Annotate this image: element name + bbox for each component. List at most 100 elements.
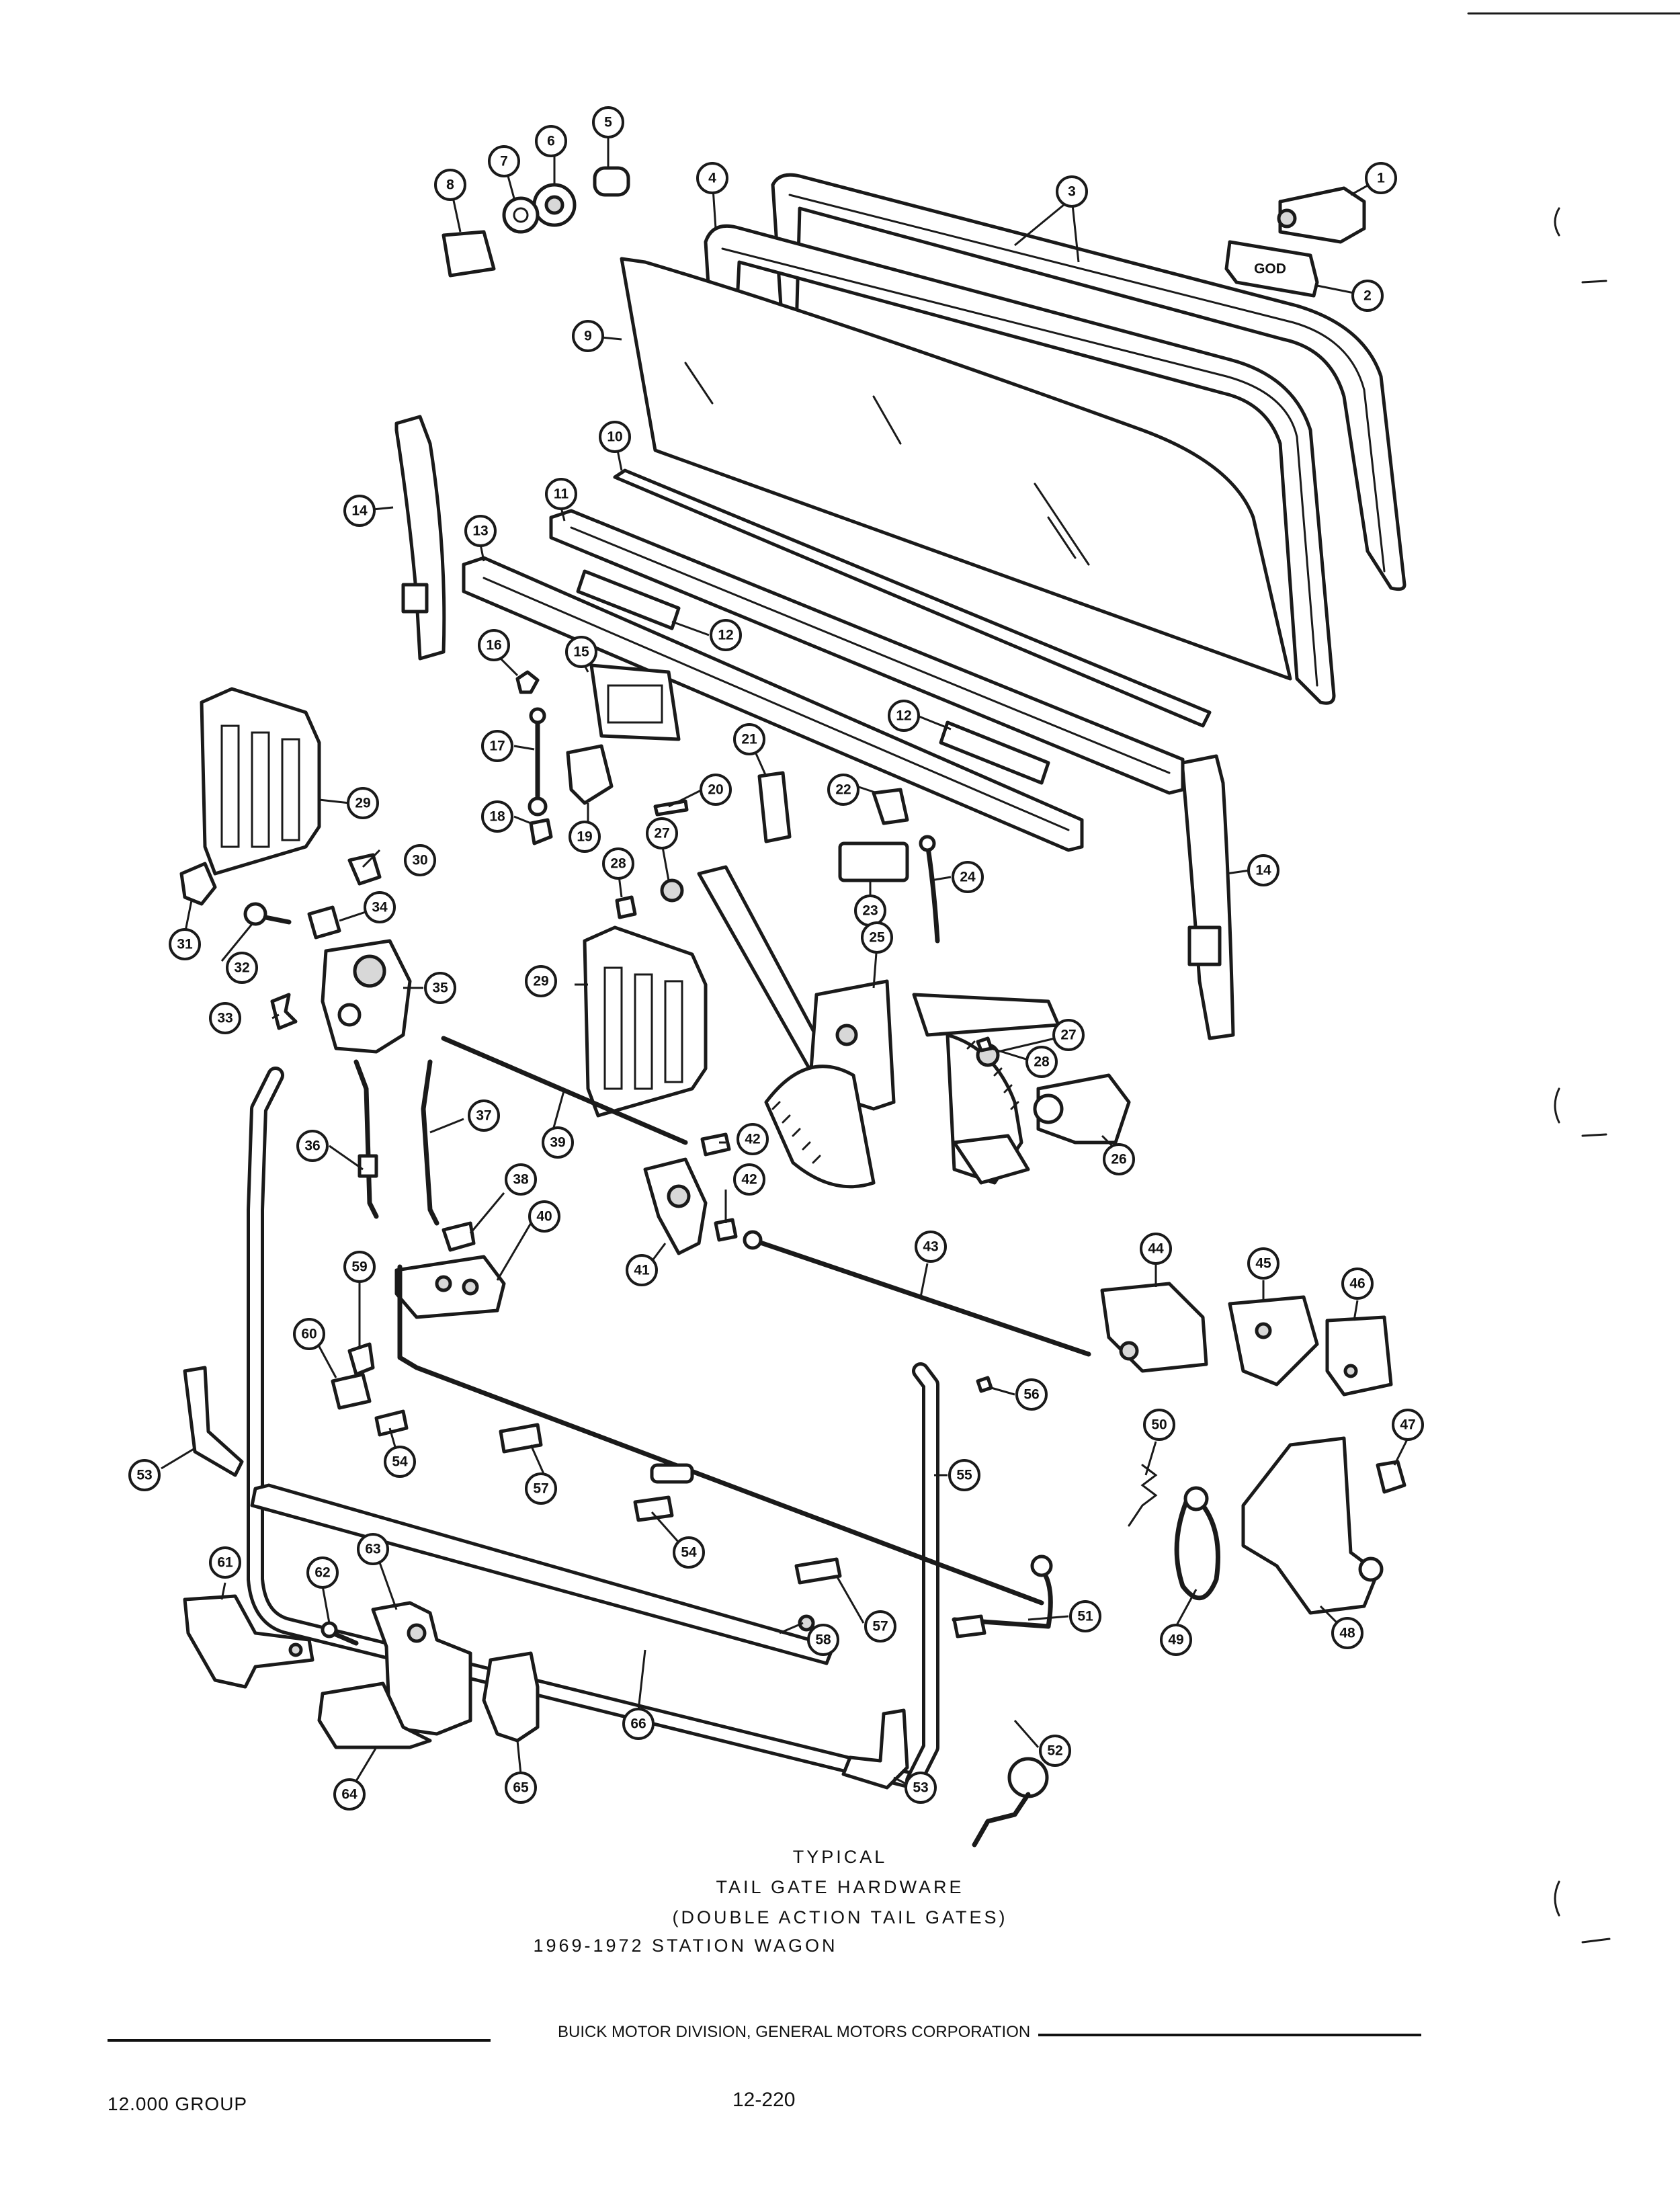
callout-62: 62 [306, 1556, 339, 1589]
callout-label: 49 [1168, 1632, 1183, 1648]
callout-label: 38 [513, 1172, 529, 1188]
callout-label: 24 [960, 870, 976, 885]
callout-65: 65 [505, 1772, 537, 1804]
callout-28: 28 [1025, 1046, 1058, 1078]
left-side-channel [394, 415, 446, 661]
callout-label: 3 [1068, 184, 1076, 200]
callout-57: 57 [525, 1472, 557, 1505]
callout-5: 5 [592, 106, 624, 138]
callout-label: 11 [554, 487, 569, 502]
hinge-parts [952, 1282, 1406, 1847]
callout-40: 40 [528, 1200, 560, 1233]
callout-label: 1 [1377, 171, 1385, 186]
callout-42: 42 [737, 1123, 769, 1155]
callout-label: 16 [486, 638, 501, 653]
caption-subtitle: (DOUBLE ACTION TAIL GATES) [672, 1907, 1008, 1927]
callout-label: 19 [577, 829, 592, 845]
callout-label: 9 [584, 329, 592, 344]
callout-label: 28 [610, 856, 626, 872]
callout-label: 12 [718, 628, 733, 643]
callout-18: 18 [481, 800, 513, 833]
callout-63: 63 [357, 1533, 389, 1565]
callout-48: 48 [1331, 1617, 1363, 1649]
callout-54: 54 [384, 1446, 416, 1478]
callout-label: 36 [304, 1138, 320, 1154]
callout-23: 23 [854, 895, 886, 927]
callout-64: 64 [333, 1778, 366, 1811]
caption-title: TAIL GATE HARDWARE [716, 1877, 964, 1897]
callout-label: 14 [1255, 863, 1271, 878]
access-cover-lower [583, 925, 708, 1118]
callout-label: 53 [913, 1780, 928, 1796]
lamp-bezel: GOD [1224, 240, 1319, 298]
callout-label: 66 [630, 1716, 646, 1732]
callout-label: 57 [872, 1619, 888, 1634]
callout-44: 44 [1140, 1233, 1172, 1265]
callout-label: 26 [1111, 1152, 1126, 1167]
callout-33: 33 [209, 1002, 241, 1034]
callout-12: 12 [888, 700, 920, 732]
callout-label: 42 [745, 1132, 760, 1147]
callout-21: 21 [733, 723, 765, 755]
callout-label: 15 [573, 645, 589, 660]
callout-34: 34 [364, 891, 396, 923]
right-side-channel [1181, 754, 1235, 1040]
callout-31: 31 [169, 928, 201, 960]
callout-22: 22 [827, 774, 859, 806]
callout-label: 39 [550, 1135, 565, 1151]
callout-label: 44 [1148, 1241, 1164, 1257]
tail-gate-weatherstrip [247, 1067, 939, 1790]
callout-1: 1 [1365, 162, 1397, 194]
callout-label: 34 [372, 900, 388, 915]
callout-label: 8 [446, 177, 454, 193]
callout-58: 58 [807, 1624, 839, 1656]
lower-brackets-and-strikers [183, 1366, 909, 1790]
callout-label: 18 [489, 809, 505, 825]
lower-lock-rods [331, 1264, 1044, 1638]
callout-14: 14 [343, 495, 376, 527]
callout-15: 15 [565, 636, 597, 668]
callout-6: 6 [535, 125, 567, 157]
tail-gate-lamp [1277, 186, 1366, 244]
callout-36: 36 [296, 1130, 329, 1162]
callout-label: 33 [217, 1011, 233, 1026]
callout-17: 17 [481, 730, 513, 762]
callout-label: 4 [708, 171, 716, 186]
footer-rule-left [108, 2039, 491, 2042]
callout-label: 20 [708, 782, 723, 798]
callout-66: 66 [622, 1708, 655, 1740]
callout-label: 23 [862, 903, 878, 919]
callout-label: 63 [365, 1542, 380, 1557]
callout-26: 26 [1103, 1143, 1135, 1175]
callout-label: 48 [1339, 1626, 1355, 1641]
scan-marks [1467, 12, 1680, 1944]
callout-24: 24 [952, 861, 984, 893]
footer-division: BUICK MOTOR DIVISION, GENERAL MOTORS COR… [558, 2023, 1031, 2041]
regulator-motor [976, 1036, 1131, 1145]
callout-label: 40 [536, 1209, 552, 1224]
callout-label: 52 [1047, 1743, 1062, 1759]
callout-59: 59 [343, 1251, 376, 1283]
callout-3: 3 [1056, 175, 1088, 208]
callout-49: 49 [1160, 1624, 1192, 1656]
callout-label: 13 [472, 524, 488, 539]
callout-46: 46 [1341, 1267, 1374, 1300]
callout-label: 27 [1060, 1028, 1076, 1043]
callout-label: 57 [533, 1481, 548, 1497]
callout-41: 41 [626, 1254, 658, 1286]
callout-label: 55 [956, 1468, 972, 1483]
callout-label: 29 [533, 974, 548, 989]
callout-label: 12 [896, 708, 911, 724]
callout-14: 14 [1247, 854, 1279, 886]
callout-label: 54 [392, 1454, 408, 1470]
callout-61: 61 [209, 1546, 241, 1579]
callout-19: 19 [569, 821, 601, 853]
callout-10: 10 [599, 421, 631, 453]
callout-32: 32 [226, 952, 258, 984]
access-cover-upper [200, 687, 321, 876]
footer-group: 12.000 GROUP [108, 2093, 248, 2114]
caption-typical: TYPICAL [792, 1847, 888, 1867]
callout-42: 42 [733, 1163, 765, 1196]
callout-12: 12 [710, 619, 742, 651]
callout-label: 25 [869, 930, 885, 946]
